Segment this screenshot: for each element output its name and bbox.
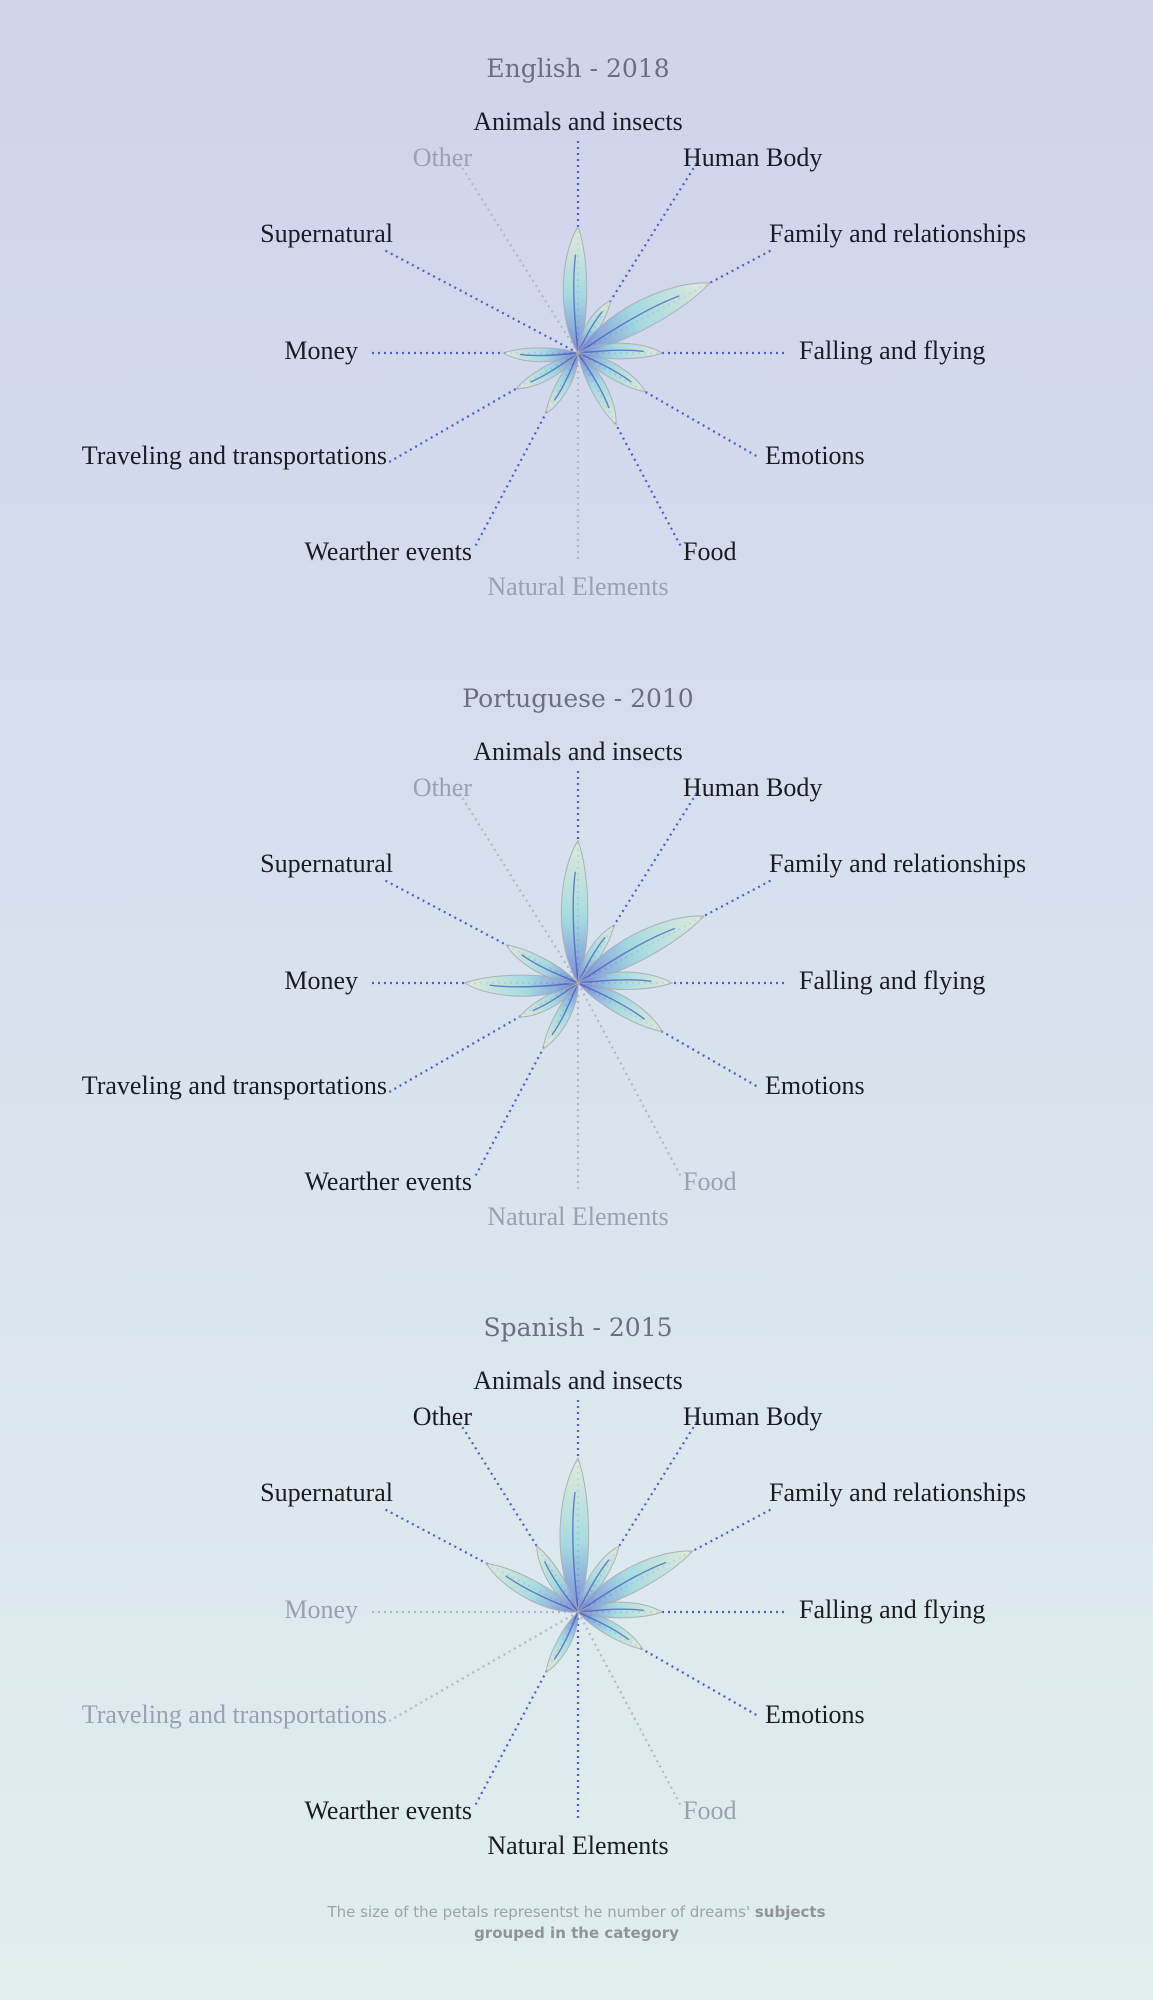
category-label: Falling and flying	[799, 966, 985, 995]
category-label: Wearther events	[304, 1796, 472, 1825]
category-label: Family and relationships	[769, 219, 1026, 248]
petal	[485, 1562, 580, 1613]
category-label: Money	[284, 1595, 358, 1624]
spoke	[383, 248, 579, 354]
petal	[576, 982, 664, 1033]
chart-title: English - 2018	[486, 54, 669, 83]
category-label: Human Body	[683, 773, 822, 802]
category-label: Wearther events	[304, 537, 472, 566]
category-label: Animals and insects	[473, 107, 682, 136]
petal	[577, 352, 617, 426]
petal	[576, 971, 674, 990]
chart-title: Spanish - 2015	[483, 1313, 672, 1342]
category-label: Emotions	[765, 1700, 865, 1729]
petal	[545, 1610, 579, 1674]
footnote-bold-2: grouped in the category	[474, 1924, 679, 1942]
category-label: Food	[683, 537, 736, 566]
spoke	[577, 1611, 761, 1718]
spoke	[577, 982, 761, 1089]
spoke	[577, 1611, 682, 1805]
petal	[505, 944, 580, 984]
petal	[576, 1611, 644, 1650]
petal	[559, 1456, 590, 1614]
category-label: Emotions	[765, 1071, 865, 1100]
category-label: Supernatural	[260, 849, 393, 878]
category-label: Natural Elements	[487, 572, 668, 601]
category-label: Human Body	[683, 143, 822, 172]
category-label: Natural Elements	[487, 1202, 668, 1231]
category-label: Wearther events	[304, 1167, 472, 1196]
petal	[577, 1550, 694, 1613]
footnote: The size of the petals representst he nu…	[0, 1902, 1153, 1944]
spoke	[457, 790, 579, 984]
petal	[463, 974, 580, 997]
category-label: Animals and insects	[473, 737, 682, 766]
footnote-text: The size of the petals representst he nu…	[327, 1903, 755, 1921]
footnote-bold-1: subjects	[754, 1903, 826, 1921]
category-label: Emotions	[765, 441, 865, 470]
spoke	[577, 982, 682, 1176]
category-label: Money	[284, 336, 358, 365]
category-label: Other	[413, 143, 473, 172]
category-label: Traveling and transportations	[82, 441, 387, 470]
petal	[577, 282, 711, 354]
petal	[562, 225, 588, 355]
petal	[560, 839, 589, 985]
petal	[536, 1545, 579, 1613]
category-label: Supernatural	[260, 1478, 393, 1507]
category-label: Human Body	[683, 1402, 822, 1431]
category-label: Animals and insects	[473, 1366, 682, 1395]
spoke	[386, 1611, 579, 1723]
category-label: Family and relationships	[769, 849, 1026, 878]
category-label: Food	[683, 1167, 736, 1196]
spoke	[457, 160, 579, 354]
category-label: Falling and flying	[799, 336, 985, 365]
category-label: Traveling and transportations	[82, 1700, 387, 1729]
category-label: Family and relationships	[769, 1478, 1026, 1507]
spoke	[577, 352, 761, 459]
petal	[577, 915, 705, 984]
petal	[576, 352, 647, 393]
category-label: Food	[683, 1796, 736, 1825]
category-label: Other	[413, 773, 473, 802]
category-label: Natural Elements	[487, 1831, 668, 1860]
chart-title: Portuguese - 2010	[462, 684, 693, 713]
category-label: Money	[284, 966, 358, 995]
category-label: Falling and flying	[799, 1595, 985, 1624]
category-label: Supernatural	[260, 219, 393, 248]
category-label: Traveling and transportations	[82, 1071, 387, 1100]
category-label: Other	[413, 1402, 473, 1431]
petal	[502, 347, 580, 363]
petal	[542, 981, 579, 1050]
